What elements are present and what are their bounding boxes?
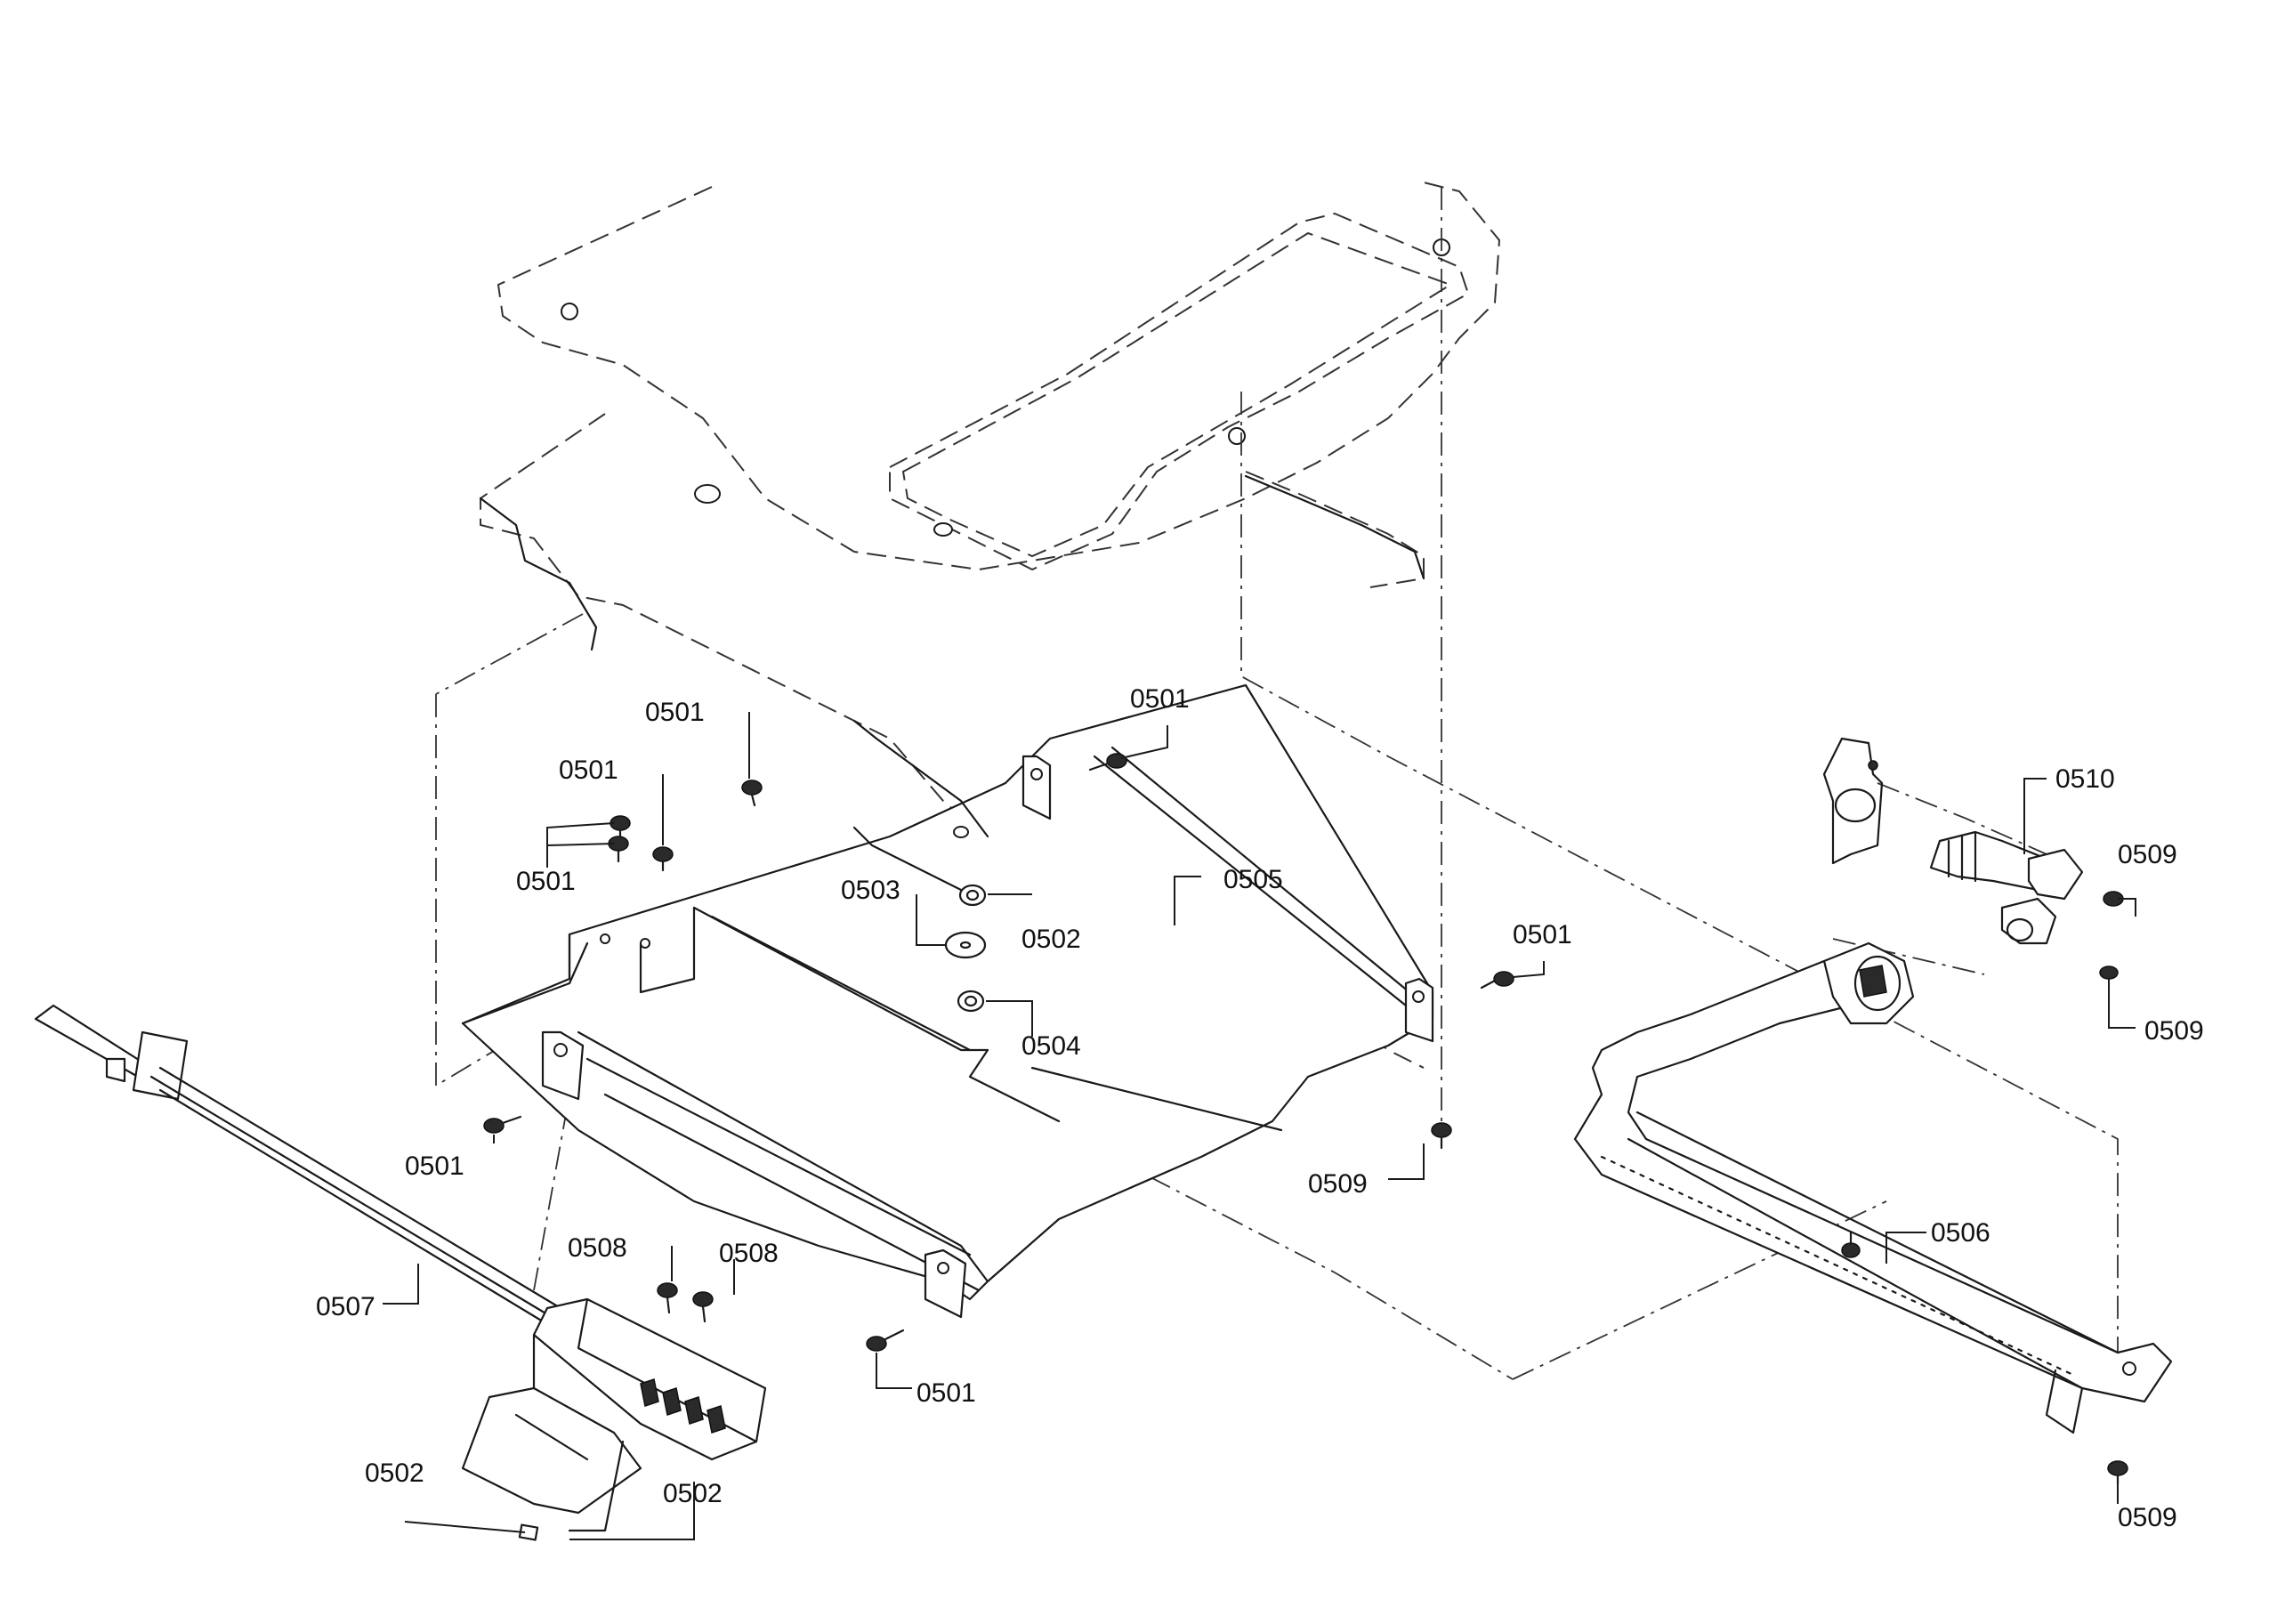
screw-icon — [692, 1291, 714, 1323]
callout-label: 0509 — [2144, 1016, 2204, 1046]
nut-icon — [958, 884, 987, 907]
baffle-panel — [461, 683, 1434, 1319]
screw-icon — [1841, 1231, 1861, 1258]
screw-icon — [2107, 1460, 2128, 1486]
callout-label: 0501 — [559, 755, 618, 785]
rear-bracket — [479, 474, 1425, 838]
cavity-hole — [933, 522, 953, 537]
callout-label: 0501 — [516, 867, 576, 896]
callout-label: 0502 — [663, 1479, 723, 1508]
screw-icon — [2099, 966, 2119, 980]
screw-icon — [608, 836, 629, 863]
callout-label: 0501 — [1513, 920, 1572, 949]
igniter-assembly — [34, 1004, 767, 1541]
burner-tube — [1573, 941, 2173, 1434]
callout-label: 0501 — [916, 1378, 976, 1408]
callout-label: 0503 — [841, 876, 900, 905]
nut-icon — [957, 990, 985, 1013]
callout-label: 0505 — [1223, 865, 1283, 894]
screw-icon — [741, 780, 763, 807]
callout-label: 0502 — [1021, 925, 1081, 954]
callout-label: 0510 — [2055, 764, 2115, 794]
screw-icon — [866, 1329, 905, 1352]
callout-label: 0507 — [316, 1292, 375, 1321]
callout-label: 0504 — [1021, 1031, 1081, 1061]
callout-label: 0501 — [645, 698, 705, 727]
callout-label: 0508 — [719, 1239, 779, 1268]
callout-label: 0501 — [1130, 684, 1190, 714]
orifice-assembly — [1822, 737, 2124, 980]
callout-label: 0509 — [2118, 1503, 2177, 1532]
screw-icon — [652, 846, 674, 872]
screws — [483, 753, 1514, 1352]
leader-lines — [383, 712, 2136, 1540]
callout-label: 0509 — [2118, 840, 2177, 869]
callout-labels: 0501 0501 0501 0501 0501 0501 0501 0503 … — [316, 684, 2204, 1532]
callout-label: 0501 — [405, 1151, 464, 1181]
cavity-hole — [1228, 427, 1246, 445]
cavity-hole — [694, 484, 721, 504]
cavity-hole — [561, 303, 578, 320]
callout-label: 0506 — [1931, 1218, 1990, 1248]
screw-icon — [657, 1282, 678, 1314]
screw-icon — [1431, 1122, 1452, 1150]
nut-washer-stack — [944, 884, 987, 1013]
callout-label: 0509 — [1308, 1169, 1368, 1199]
screw-icon — [1480, 971, 1514, 990]
callout-label: 0502 — [365, 1458, 424, 1488]
callout-label: 0508 — [568, 1233, 627, 1263]
screw-icon — [483, 1115, 522, 1134]
washer-icon — [944, 931, 987, 959]
